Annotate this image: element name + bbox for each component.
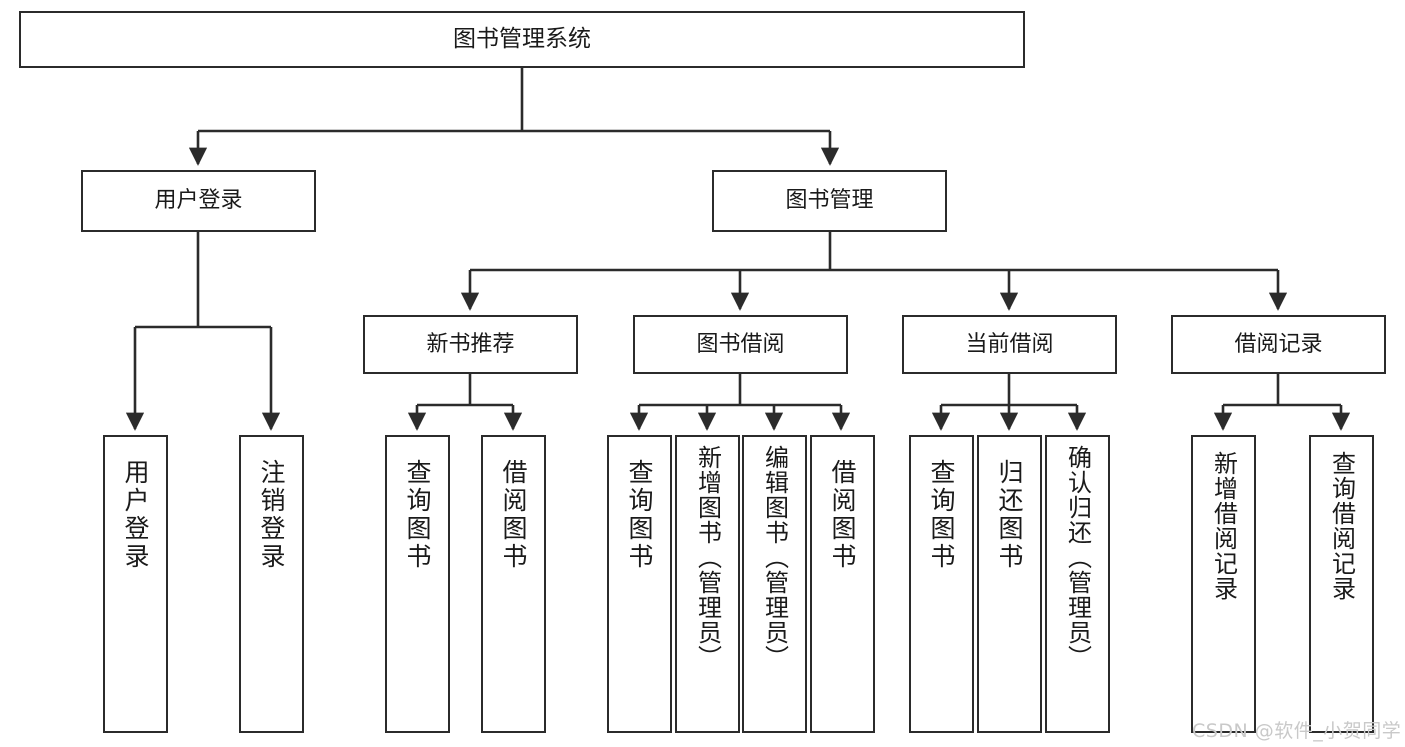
leaf-borrow-book-recommend[interactable]: 借阅图书: [481, 435, 546, 733]
leaf-query-borrow-record[interactable]: 查询借阅记录: [1309, 435, 1374, 733]
node-label: 查询借阅记录: [1327, 451, 1356, 601]
node-current-borrow[interactable]: 当前借阅: [902, 315, 1117, 374]
leaf-confirm-return-admin[interactable]: 确认归还（管理员）: [1045, 435, 1110, 733]
csdn-watermark: CSDN @软件_小贺同学: [1192, 720, 1402, 742]
node-label: 查询图书: [403, 459, 432, 571]
node-label: 确认归还（管理员）: [1063, 445, 1092, 670]
leaf-return-book[interactable]: 归还图书: [977, 435, 1042, 733]
node-label: 借阅图书: [828, 459, 857, 571]
node-user-login[interactable]: 用户登录: [81, 170, 316, 232]
leaf-add-book-admin[interactable]: 新增图书（管理员）: [675, 435, 740, 733]
leaf-query-book-borrow[interactable]: 查询图书: [607, 435, 672, 733]
node-label: 查询图书: [625, 459, 654, 571]
node-label: 归还图书: [995, 459, 1024, 571]
node-label: 借阅图书: [499, 459, 528, 571]
leaf-query-book-recommend[interactable]: 查询图书: [385, 435, 450, 733]
node-label: 注销登录: [257, 459, 286, 571]
leaf-borrow-book-borrow[interactable]: 借阅图书: [810, 435, 875, 733]
node-label: 新书推荐: [426, 331, 515, 357]
node-label: 新增借阅记录: [1209, 451, 1238, 601]
node-label: 用户登录: [121, 459, 150, 571]
leaf-add-borrow-record[interactable]: 新增借阅记录: [1191, 435, 1256, 733]
node-book-management[interactable]: 图书管理: [712, 170, 947, 232]
node-label: 用户登录: [154, 188, 243, 214]
node-label: 图书管理系统: [453, 25, 591, 52]
node-label: 图书管理: [785, 188, 874, 214]
node-book-borrow[interactable]: 图书借阅: [633, 315, 848, 374]
node-label: 图书借阅: [696, 331, 785, 357]
node-root-system[interactable]: 图书管理系统: [19, 11, 1025, 68]
node-new-book-recommend[interactable]: 新书推荐: [363, 315, 578, 374]
leaf-query-book-current[interactable]: 查询图书: [909, 435, 974, 733]
leaf-user-login[interactable]: 用户登录: [103, 435, 168, 733]
node-label: 新增图书（管理员）: [693, 445, 722, 670]
node-label: 当前借阅: [965, 331, 1054, 357]
leaf-edit-book-admin[interactable]: 编辑图书（管理员）: [742, 435, 807, 733]
node-label: 编辑图书（管理员）: [760, 445, 789, 670]
node-label: 借阅记录: [1234, 331, 1323, 357]
node-borrow-records[interactable]: 借阅记录: [1171, 315, 1386, 374]
leaf-user-logout[interactable]: 注销登录: [239, 435, 304, 733]
node-label: 查询图书: [927, 459, 956, 571]
